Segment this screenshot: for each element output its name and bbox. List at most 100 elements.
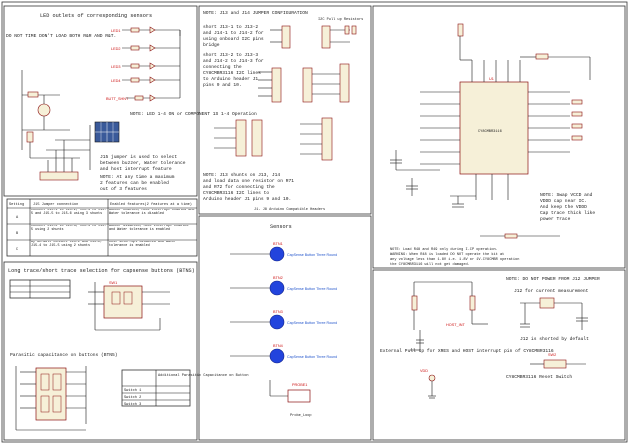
controller-warning-line-1: NOTE: Load R48 and R49 only during I-CP … <box>390 247 498 252</box>
controller-ic: CY8CMBR3116 U1 <box>420 60 570 200</box>
sensor-button-2: BTN2 CapSense Button Three Round <box>230 276 337 296</box>
led-section: LED outlets of corresponding sensors DO … <box>3 5 257 197</box>
jumper-table: Setting J15 Jumper connection Enabled fe… <box>6 198 198 257</box>
probe-ref: PROBE1 <box>292 383 307 387</box>
sw3-switch <box>15 366 87 431</box>
capsense-button-3-icon <box>269 314 285 330</box>
led-label-1: LED1 <box>111 29 121 33</box>
host-note-line-1: J15 jumper is used to select <box>100 154 177 160</box>
pullup-label: I2C Pull up Resistors <box>318 17 363 22</box>
host-int-net: HOST_INT <box>446 323 465 327</box>
sensor-button-4: BTN4 CapSense Button Three Round <box>230 344 337 364</box>
i2c-jumpers: I2C Pull up Resistors <box>270 17 363 49</box>
right-resistors <box>571 99 583 141</box>
sensor-button-4-ref: BTN4 <box>273 344 283 348</box>
reset-switch <box>410 330 424 351</box>
table-row-a-connection: Connect J15-1 to J15-2, J15-4 to J15-5 a… <box>31 209 107 216</box>
led-sensor-net: BUTT_SHNT <box>106 97 129 101</box>
controller-ref: U1 <box>489 77 494 81</box>
jumper-j15 <box>39 140 79 181</box>
host-note-line-2: between buzzer, Water tolerance <box>100 160 186 166</box>
parasitic-table-switch2: Switch 2 <box>124 395 141 400</box>
sw1-switch: SW1 <box>88 281 170 331</box>
capsense-button-4-icon <box>269 348 285 364</box>
arduino-headers <box>214 63 350 161</box>
host-note-line-6: out of 3 features <box>100 186 147 192</box>
led-row-1: LED1 <box>111 26 181 36</box>
left-capacitors <box>390 150 440 196</box>
sensor-button-2-label: CapSense Button Three Round <box>287 287 337 291</box>
controller-note-line-1: NOTE: Swap VCCD and <box>540 192 593 198</box>
led-row-5: BUTT_SHNT <box>106 30 181 102</box>
long-trace-section: Long trace/short trace selection for cap… <box>3 261 249 441</box>
i2c-resistors <box>480 233 560 239</box>
buzzer-element <box>94 121 120 143</box>
long-trace-title: Long trace/short trace selection for cap… <box>8 268 195 274</box>
sw2-reset: SW2 CY8CMBR3116 Reset Switch <box>506 353 586 380</box>
jumper-note2-line-4: CY8CMBR3116 I2C lines to <box>203 190 269 196</box>
sw2-ref: SW2 <box>548 353 556 357</box>
controller-note-line-2: VDDD cap near IC. <box>540 198 587 204</box>
arduino-caption: J1- J8 Arduino Compatible Headers <box>254 207 325 212</box>
controller-part: CY8CMBR3116 <box>478 130 502 134</box>
bottom-capacitor <box>450 195 476 208</box>
j12-shorted-note: J12 is shorted by default <box>520 336 589 342</box>
sw1-label: SW1 <box>109 281 117 285</box>
jumper-config-line-7: connecting the <box>203 64 242 70</box>
jumper-config-line-6: and J14-2 to J14-3 for <box>203 58 264 64</box>
led-note-top: DO NOT TIME DON'T LOAD BOTH R&R AND R&T. <box>6 33 116 39</box>
cy8cmbr3116-chip <box>459 81 529 175</box>
table-row-b-connection: Connect J15-2 to J15-3, J15-4 to J15-5 u… <box>31 225 107 232</box>
sensors-title: Sensors <box>270 224 292 230</box>
table-header-setting: Setting <box>9 202 24 207</box>
capsense-button-1-icon <box>269 246 285 262</box>
table-row-c-setting: C <box>16 248 18 252</box>
jumper-config-line-9: to Arduino header J1 <box>203 76 258 82</box>
parasitic-table-header: Additional Parasitic Capacitance on Butt… <box>158 373 249 378</box>
led-label-4: LED4 <box>111 79 121 83</box>
table-row-c-features: Host interrupt disabled and Water tolera… <box>109 241 177 248</box>
table-header-connection: J15 Jumper connection <box>33 202 78 207</box>
pullup-resistors: HOST_INT <box>411 281 488 330</box>
host-note-line-4: NOTE: At any time a maximum <box>100 174 175 180</box>
sensor-button-3-label: CapSense Button Three Round <box>287 321 337 325</box>
reset-switch-label: CY8CMBR3116 Reset Switch <box>506 374 572 380</box>
controller-warning-line-3: any voltage less than 1.8V i.e. 1.8V or … <box>390 257 519 262</box>
led-section-border <box>3 5 198 197</box>
controller-note-line-4: Cap trace thick like <box>540 210 595 216</box>
sensor-button-1-label: CapSense Button Three Round <box>287 253 337 257</box>
controller-note-line-5: power Trace <box>540 216 571 222</box>
jumper-config-line-10: pins 9 and 10. <box>203 82 242 88</box>
jumper-note2-line-3: and R72 for connecting the <box>203 184 275 190</box>
jumper-config-title: NOTE: J13 and J14 JUMPER CONFIGURATION <box>203 10 308 16</box>
table-header-features: Enabled features(2 features at a time) <box>110 202 192 207</box>
led-row-3: LED3 <box>111 62 180 70</box>
ext-pullup-note: External Pull up for XRES and HOST inter… <box>380 348 554 354</box>
buzzer-circuit <box>21 70 91 170</box>
probe-loop: PROBE1 Probe_Loop <box>269 380 312 418</box>
capsense-button-2-icon <box>269 280 285 296</box>
power-title: NOTE: DO NOT POWER FROM J12 JUMPER <box>506 276 600 282</box>
j12-jumper <box>520 297 588 330</box>
led-label-2: LED2 <box>111 47 121 51</box>
probe-label: Probe_Loop <box>290 413 312 418</box>
sensor-button-4-label: CapSense Button Three Round <box>287 355 337 359</box>
sensor-button-1-ref: BTN1 <box>273 242 283 246</box>
jumper-config-section: NOTE: J13 and J14 JUMPER CONFIGURATION s… <box>198 5 372 215</box>
sensor-button-3: BTN3 CapSense Button Three Round <box>230 310 337 330</box>
jumper-note2-line-5: Arduino header J1 pins 9 and 10. <box>203 196 291 202</box>
top-resistors <box>457 23 591 80</box>
host-note-line-3: and host interrupt feature <box>100 166 172 172</box>
jumper-note2-line-1: NOTE: J13 shunts on J13, J14 <box>203 172 280 178</box>
sensors-section: Sensors BTN1 CapSense Button Three Round… <box>198 215 372 441</box>
sensor-button-3-ref: BTN3 <box>273 310 283 314</box>
table-row-b-features: Buzzer disabled, Host interrupt enabled … <box>109 225 189 232</box>
jumper-config-line-1: short J13-1 to J13-2 <box>203 24 258 30</box>
controller-warning-line-2: WARNING: When R48 is loaded DO NOT opera… <box>390 252 504 257</box>
led-title: LED outlets of corresponding sensors <box>40 13 152 19</box>
jumper-config-line-5: short J13-2 to J13-3 <box>203 52 258 58</box>
jumper-config-line-3: using onboard I2C pins <box>203 36 264 42</box>
jumper-config-line-8: CY8CMBR3116 I2C lines <box>203 70 261 76</box>
table-row-a-setting: A <box>16 216 19 220</box>
